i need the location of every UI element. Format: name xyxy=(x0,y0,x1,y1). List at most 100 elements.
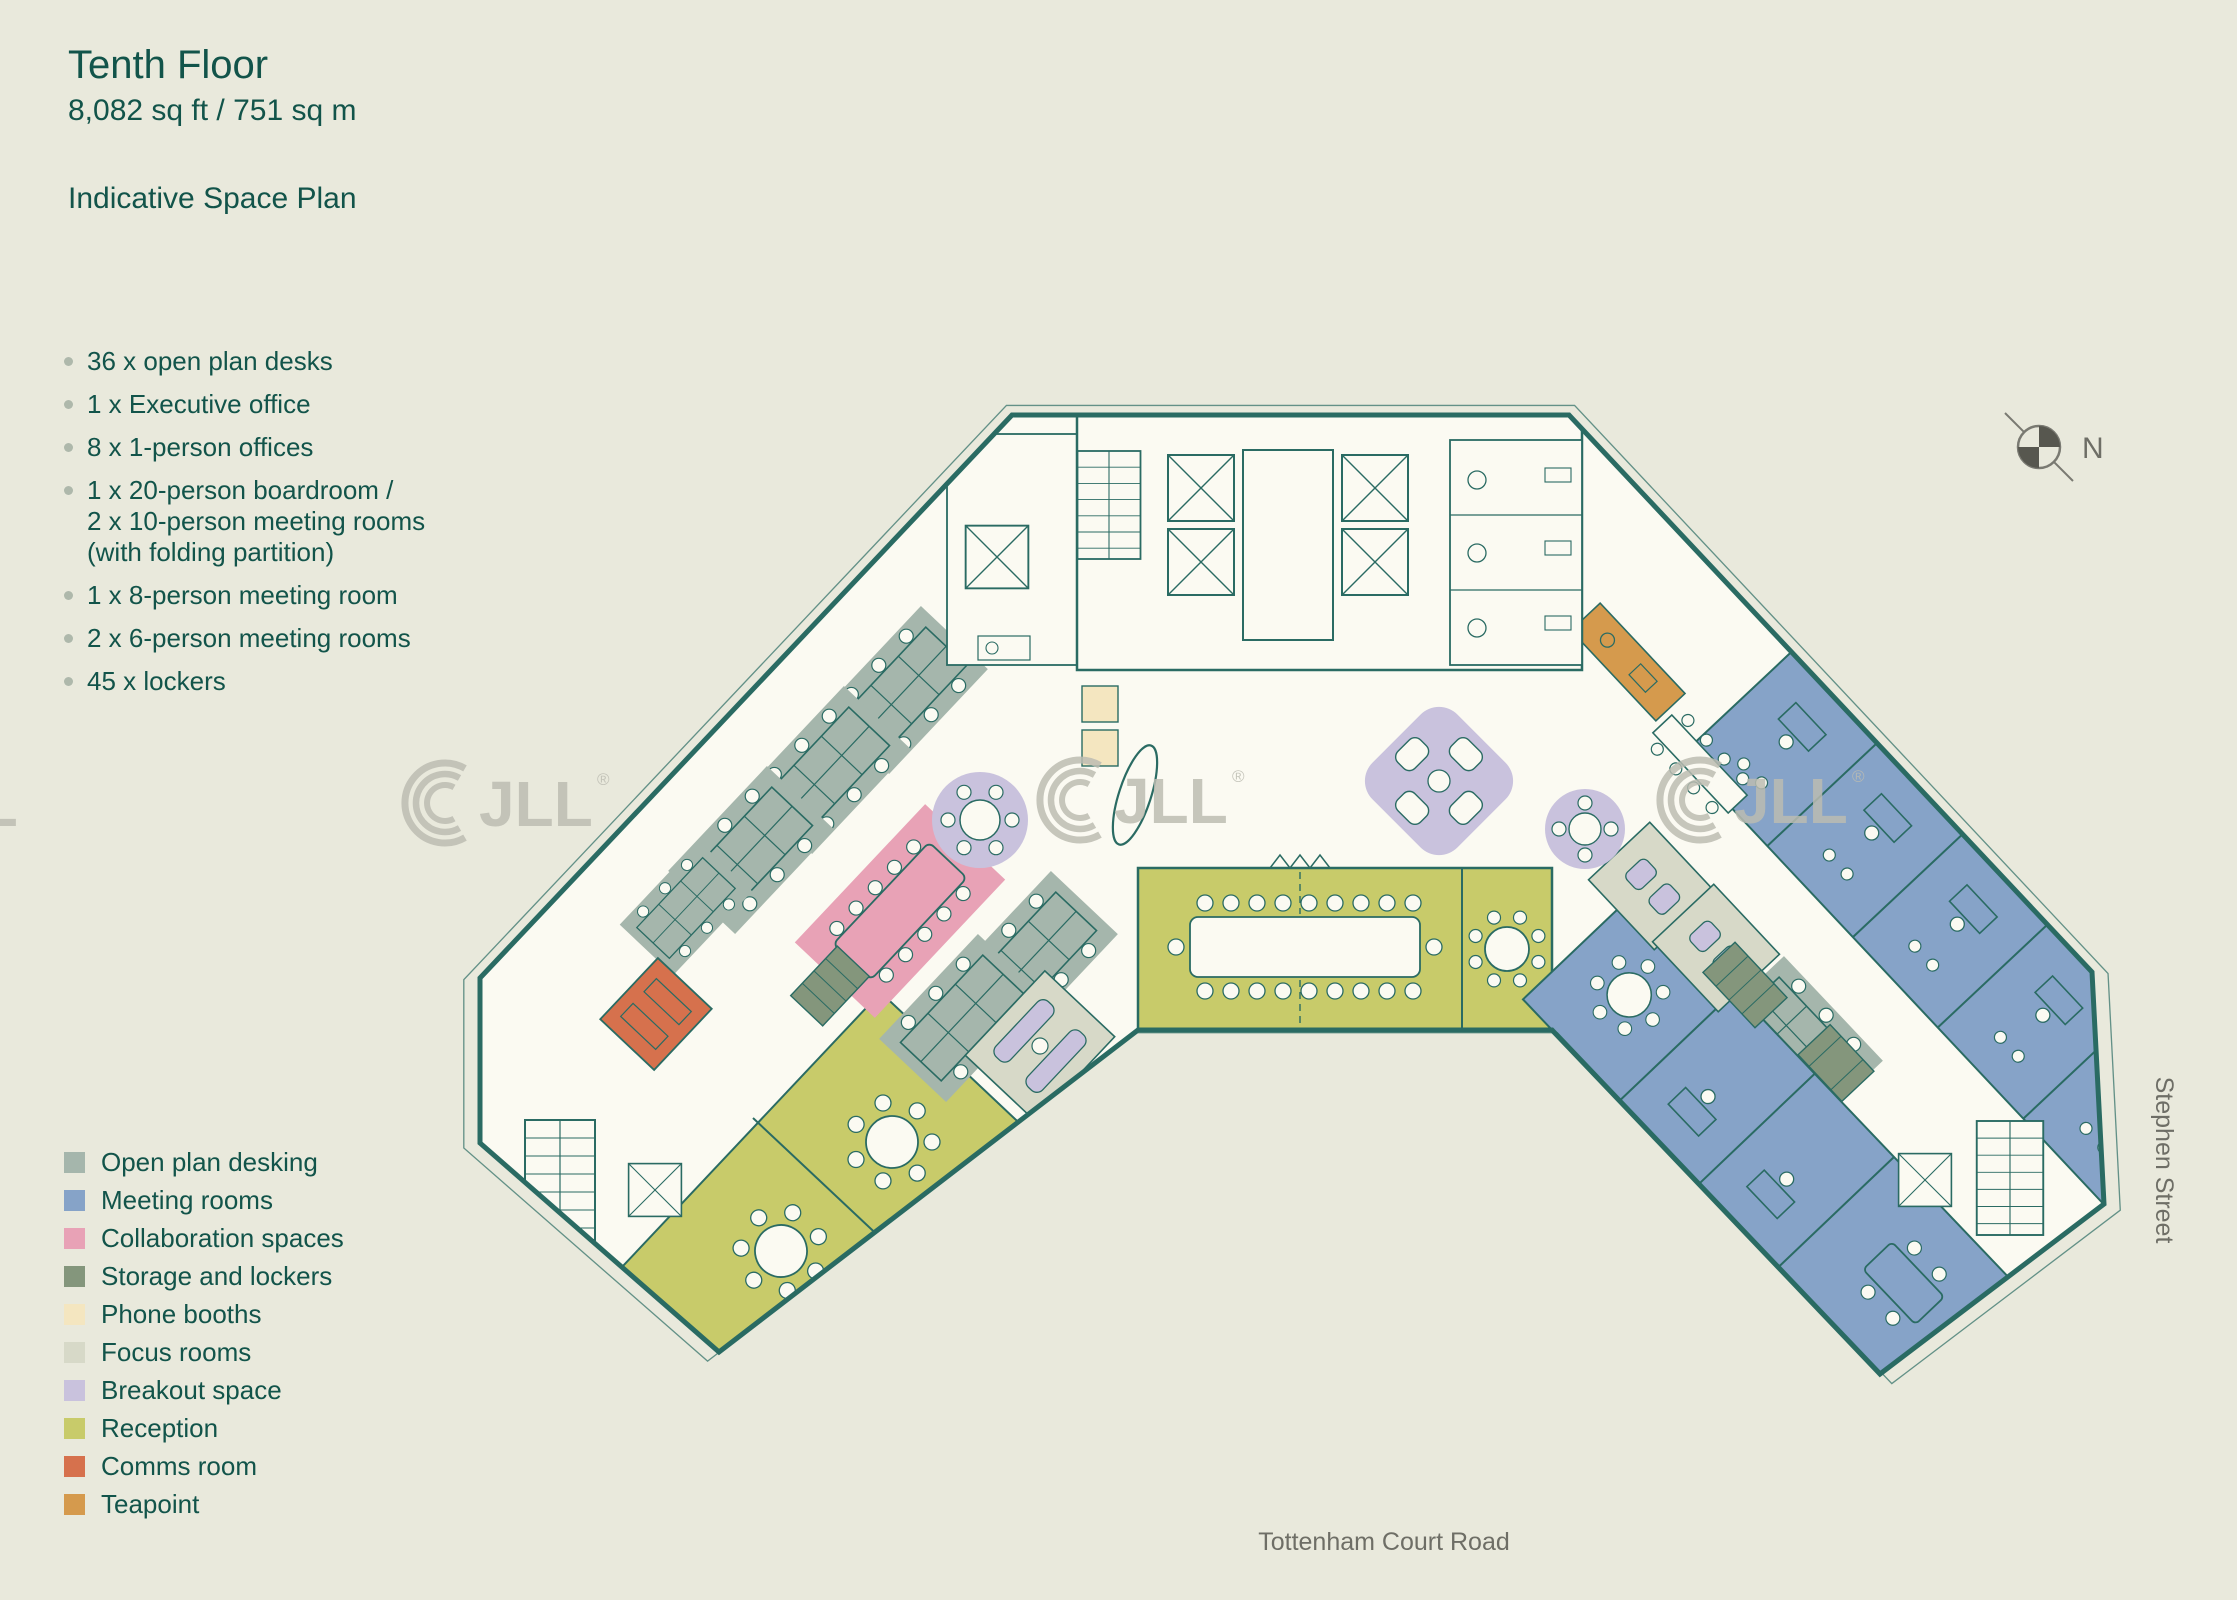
feature-text: 45 x lockers xyxy=(87,666,226,696)
breakout-table xyxy=(1545,789,1625,869)
page-title: Tenth Floor xyxy=(68,43,269,87)
stairs xyxy=(1975,1120,2045,1236)
legend-swatch xyxy=(64,1342,85,1363)
core xyxy=(946,415,1584,672)
legend-item: Reception xyxy=(64,1413,344,1443)
legend-label: Comms room xyxy=(101,1451,258,1481)
legend-label: Phone booths xyxy=(101,1299,262,1329)
feature-text: 8 x 1-person offices xyxy=(87,432,314,462)
feature-text: 2 x 6-person meeting rooms xyxy=(87,623,411,653)
legend-item: Breakout space xyxy=(64,1375,344,1405)
legend-swatch xyxy=(64,1304,85,1325)
floor-area: 8,082 sq ft / 751 sq m xyxy=(68,94,357,127)
legend-item: Collaboration spaces xyxy=(64,1223,344,1253)
jll-watermark-text: JLL xyxy=(0,768,18,840)
feature-item: 36 x open plan desks xyxy=(64,346,484,377)
legend-item: Phone booths xyxy=(64,1299,344,1329)
legend-item: Teapoint xyxy=(64,1491,344,1517)
legend-label: Focus rooms xyxy=(101,1337,252,1367)
compass-quadrant xyxy=(2039,426,2060,447)
jll-watermark: JLL ® xyxy=(1040,760,1245,840)
lift-shaft xyxy=(627,1162,683,1218)
sofa xyxy=(993,999,1055,1063)
feature-text: 1 x 20-person boardroom /2 x 10-person m… xyxy=(87,475,426,567)
feature-text: 1 x 8-person meeting room xyxy=(87,580,398,610)
lockers xyxy=(789,945,871,1027)
reception-counter xyxy=(1111,744,1159,846)
title-block: Tenth Floor 8,082 sq ft / 751 sq m Indic… xyxy=(68,42,357,216)
lift-shaft xyxy=(1341,528,1409,596)
bullet-dot xyxy=(64,591,73,600)
boardroom xyxy=(1136,853,1554,1032)
legend-item: Focus rooms xyxy=(64,1337,344,1367)
restrooms xyxy=(1449,439,1583,666)
jll-watermark-reg: ® xyxy=(1852,767,1865,786)
feature-item: 1 x Executive office xyxy=(64,389,484,420)
legend-item: Meeting rooms xyxy=(64,1185,344,1215)
lockers xyxy=(1701,941,1789,1029)
building-outline xyxy=(477,412,2107,1378)
north-label: N xyxy=(2082,432,2104,465)
legend-label: Open plan desking xyxy=(101,1147,318,1177)
bullet-dot xyxy=(64,486,73,495)
lift-shaft xyxy=(1167,454,1235,522)
feature-list: 36 x open plan desks 1 x Executive office… xyxy=(64,346,484,709)
legend-swatch xyxy=(64,1266,85,1287)
folding-partition xyxy=(1269,853,1331,870)
street-label-right: Stephen Street xyxy=(2150,1077,2178,1244)
lockers xyxy=(1797,1023,1875,1103)
compass xyxy=(2004,412,2074,482)
feature-item: 1 x 20-person boardroom /2 x 10-person m… xyxy=(64,475,484,568)
focus-room xyxy=(964,969,1116,1123)
lift-shaft xyxy=(1167,528,1235,596)
comms-room xyxy=(598,956,714,1072)
jll-watermark-text: JLL xyxy=(1734,765,1848,837)
jll-watermark-reg: ® xyxy=(1232,767,1245,786)
legend-item: Comms room xyxy=(64,1451,344,1481)
legend-label: Meeting rooms xyxy=(101,1185,273,1215)
legend-swatch xyxy=(64,1152,85,1173)
lift-lobby xyxy=(1242,449,1334,641)
legend-swatch xyxy=(64,1494,85,1515)
plan-type: Indicative Space Plan xyxy=(68,182,357,215)
legend-swatch xyxy=(64,1380,85,1401)
feature-text: 36 x open plan desks xyxy=(87,346,333,376)
legend-swatch xyxy=(64,1190,85,1211)
executive-office xyxy=(1860,1240,1947,1326)
jll-watermark-reg: ® xyxy=(597,770,610,789)
legend-label: Breakout space xyxy=(101,1375,282,1405)
jll-watermarks: JLL JLL ® JLL ® JLL ® xyxy=(0,760,1865,843)
bullet-dot xyxy=(64,400,73,409)
street-label-bottom: Tottenham Court Road xyxy=(1258,1528,1510,1556)
jll-watermark-text: JLL xyxy=(479,768,593,840)
feature-text: 1 x Executive office xyxy=(87,389,311,419)
legend-swatch xyxy=(64,1228,85,1249)
bullet-dot xyxy=(64,443,73,452)
compass-quadrant xyxy=(2018,447,2039,468)
sofa xyxy=(1025,1029,1087,1093)
breakout-lounge xyxy=(1364,706,1514,856)
building xyxy=(463,404,2121,1385)
stairs xyxy=(1076,450,1142,560)
riser-shaft xyxy=(964,524,1030,590)
stairs xyxy=(524,1119,596,1241)
teapoint xyxy=(1569,601,1687,723)
boardroom-chairs xyxy=(1167,894,1443,1000)
feature-item: 1 x 8-person meeting room xyxy=(64,580,484,611)
feature-item: 2 x 6-person meeting rooms xyxy=(64,623,484,654)
boardroom-table xyxy=(1189,916,1421,978)
breakout-table xyxy=(932,772,1028,868)
legend-label: Collaboration spaces xyxy=(101,1223,344,1253)
bullet-dot xyxy=(64,357,73,366)
legend-label: Reception xyxy=(101,1413,219,1443)
legend-label: Storage and lockers xyxy=(101,1261,333,1291)
legend-item: Open plan desking xyxy=(64,1147,344,1177)
phone-booth xyxy=(1081,685,1119,723)
building-outer-line xyxy=(463,404,2121,1385)
lift-shaft xyxy=(1897,1152,1953,1208)
feature-item: 8 x 1-person offices xyxy=(64,432,484,463)
jll-watermark-text: JLL xyxy=(1114,765,1228,837)
